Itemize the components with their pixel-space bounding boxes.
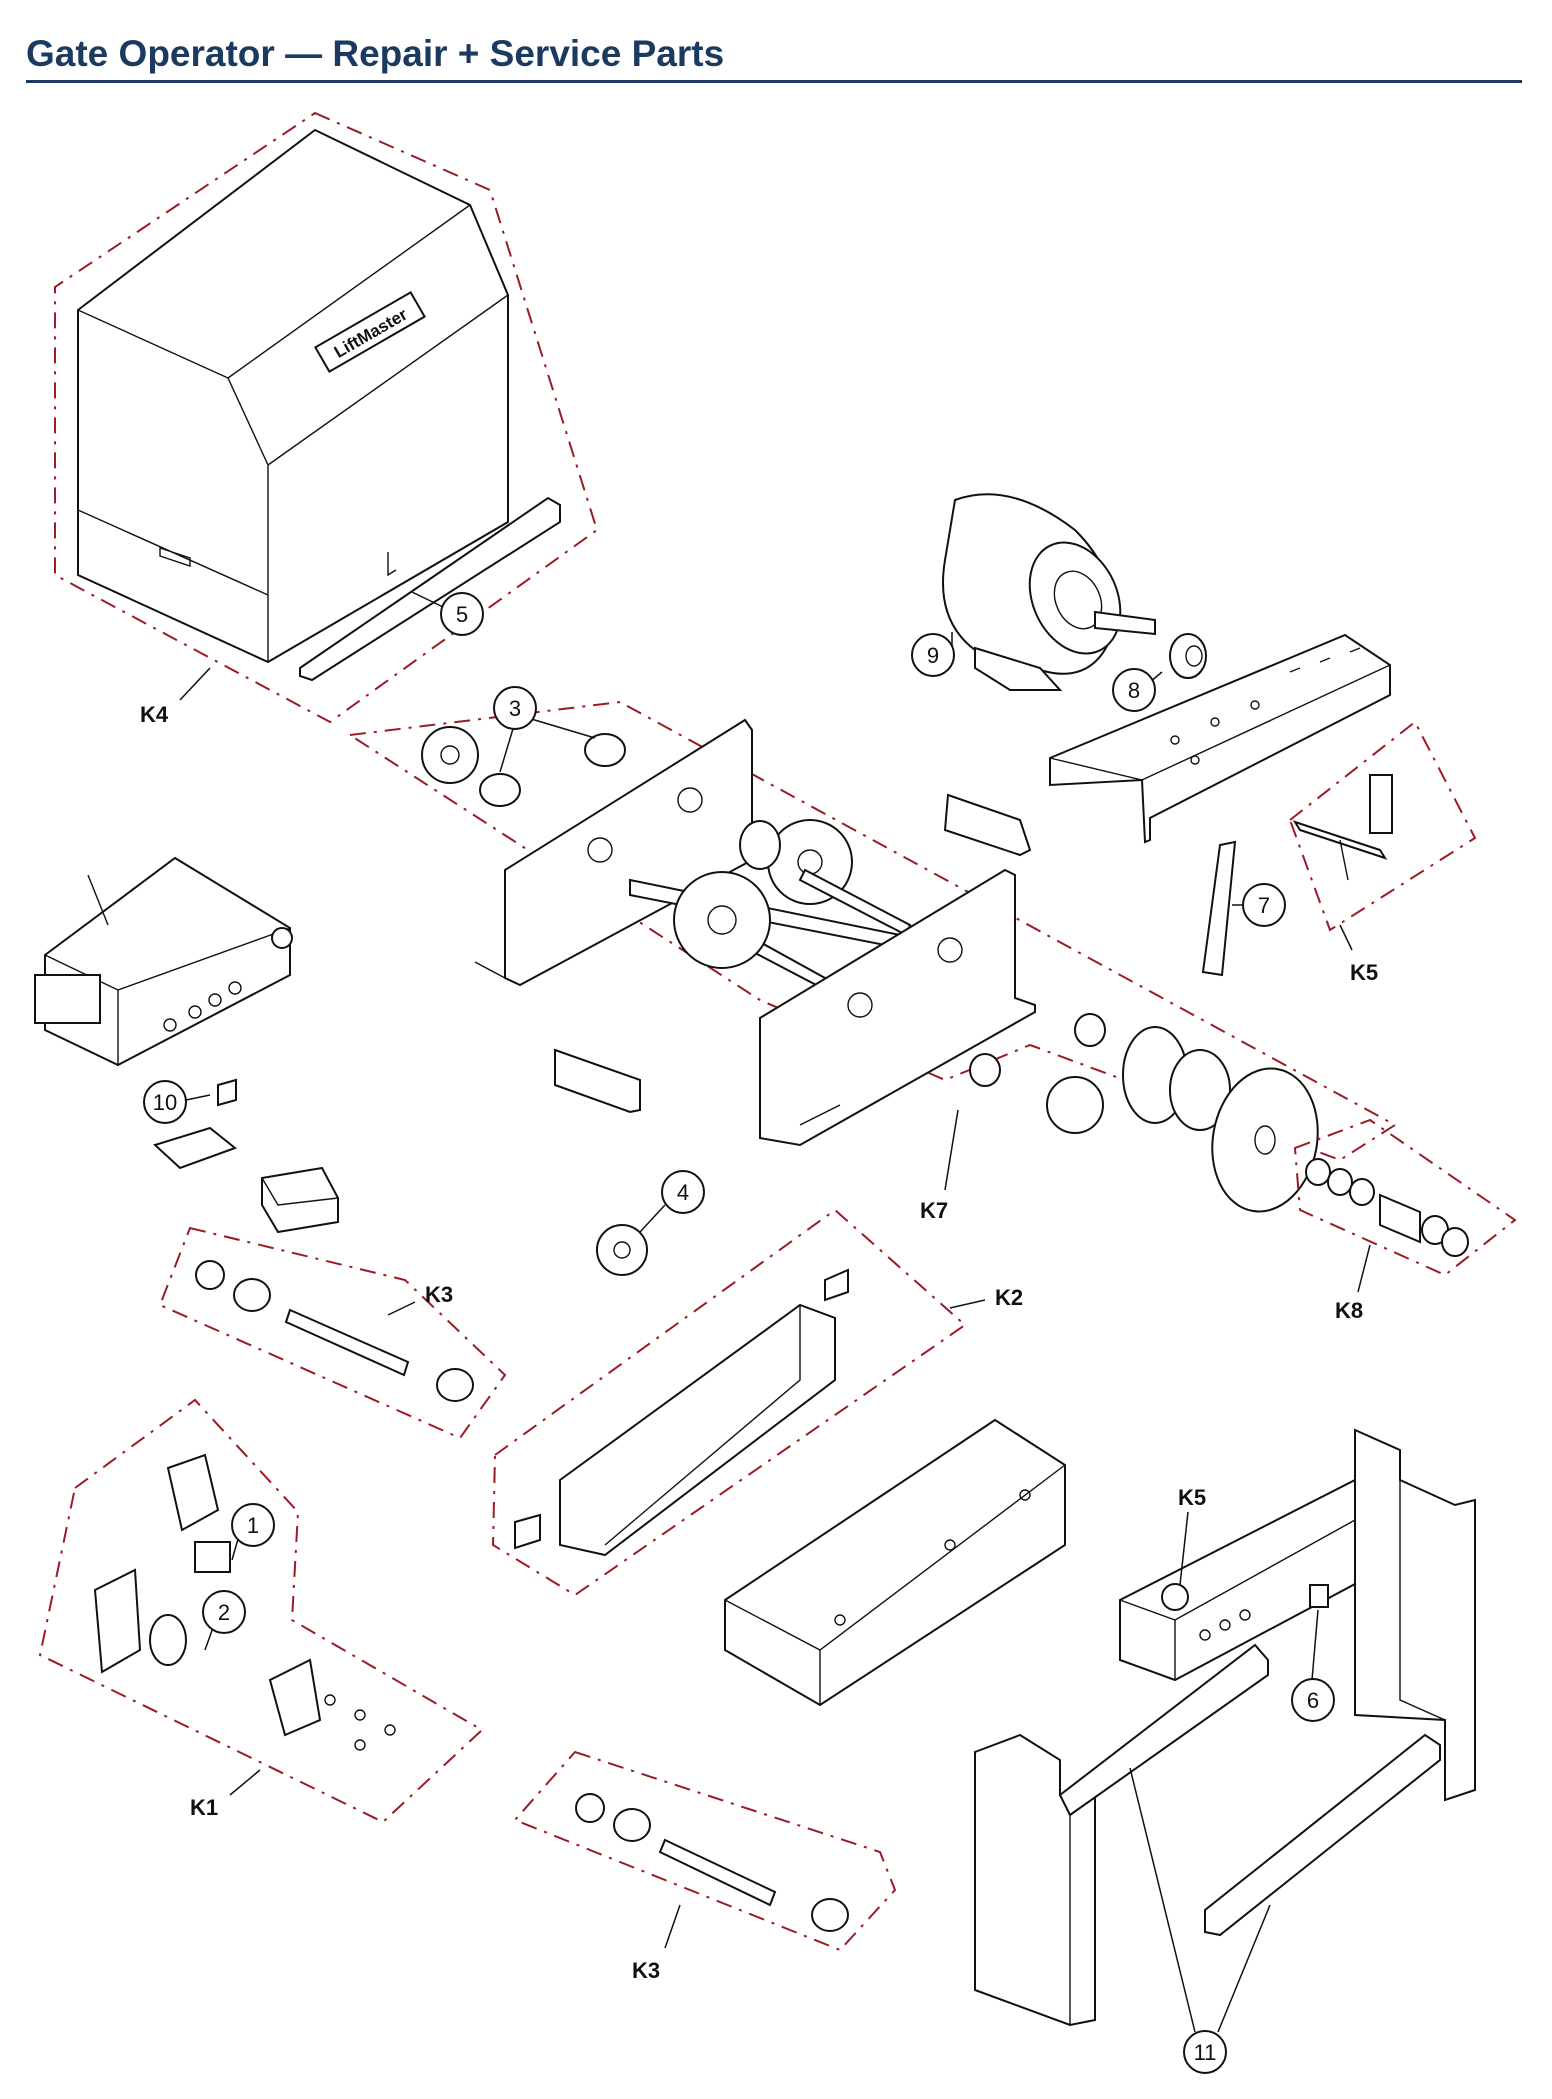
cover-group-k4: LiftMaster 5 K4 xyxy=(54,111,599,727)
callout-2: 2 xyxy=(218,1600,230,1625)
title-underline xyxy=(26,80,1522,83)
kit-label-k3-lower: K3 xyxy=(632,1958,660,1983)
motor-mount-plate xyxy=(1049,633,1391,844)
kit-label-k4: K4 xyxy=(140,702,169,727)
motor-assembly: 9 8 xyxy=(911,493,1207,712)
callout-11: 11 xyxy=(1194,2040,1217,2065)
kit-label-k5: K5 xyxy=(1178,1485,1206,1510)
callout-5: 5 xyxy=(456,602,468,627)
shaft-group-k3-lower: K3 xyxy=(513,1750,897,1983)
callout-4: 4 xyxy=(677,1180,689,1205)
callout-6: 6 xyxy=(1307,1688,1319,1713)
base-channel xyxy=(724,1418,1066,1707)
drive-belt-7: 7 xyxy=(1201,840,1286,977)
kit-label-k1: K1 xyxy=(190,1795,218,1820)
kit-label-k8: K8 xyxy=(1335,1298,1363,1323)
shaft-group-k3-upper: K3 xyxy=(158,1226,507,1440)
kit-label-k6: K5 xyxy=(1350,960,1378,985)
kit-label-k3-upper: K3 xyxy=(425,1282,453,1307)
kit-label-k2: K2 xyxy=(995,1285,1023,1310)
page-header: Gate Operator — Repair + Service Parts xyxy=(26,28,1522,83)
callout-9: 9 xyxy=(927,643,939,668)
guard-group-k2: K2 xyxy=(491,1208,1023,1597)
gearbox-group-k7: 3 K7 xyxy=(347,686,1397,1223)
clutch-group-k8: K8 xyxy=(1293,1118,1517,1323)
stand-assembly: K5 6 11 xyxy=(974,1428,1476,2074)
callout-3: 3 xyxy=(509,696,521,721)
sprocket-4: 4 xyxy=(596,1170,705,1276)
callout-10: 10 xyxy=(153,1090,177,1115)
callout-1: 1 xyxy=(247,1513,259,1538)
callout-7: 7 xyxy=(1258,893,1270,918)
callout-8: 8 xyxy=(1128,678,1140,703)
page-title: Gate Operator — Repair + Service Parts xyxy=(26,33,725,74)
electrical-group-k1: 1 2 K1 xyxy=(38,1398,484,1824)
control-box: 10 xyxy=(34,856,339,1234)
limit-switch-group-k6: K5 xyxy=(1288,720,1477,985)
kit-label-k7: K7 xyxy=(920,1198,948,1223)
